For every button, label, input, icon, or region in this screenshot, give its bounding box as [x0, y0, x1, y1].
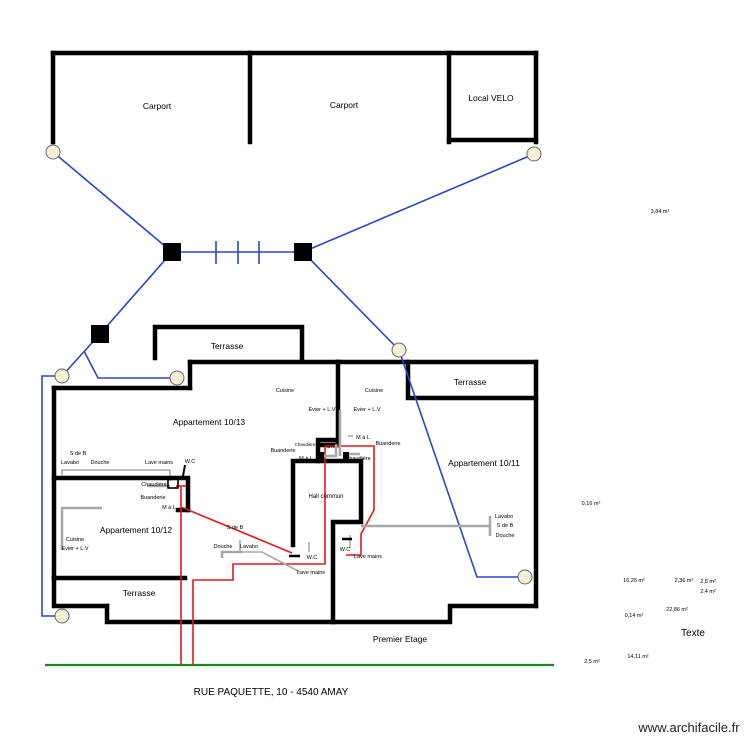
- label-buanderie-c: Buanderie: [140, 495, 165, 501]
- room-label-carport-1: Carport: [143, 101, 172, 111]
- area-label: 22,86 m²: [666, 607, 688, 613]
- label-sdb-a: S de B: [70, 451, 87, 457]
- room-label-local-velo: Local VELO: [468, 93, 514, 103]
- chamber-circle: [517, 569, 533, 585]
- label-lavabo-a: Lavabo: [61, 460, 79, 466]
- chamber-circle: [54, 608, 70, 624]
- room-label-terrasse-top: Terrasse: [211, 341, 244, 351]
- label-cuisine-c: Cuisine: [66, 537, 84, 543]
- label-gt: G.T: [326, 444, 336, 450]
- room-label-hall: Hall commun: [308, 494, 343, 500]
- sewer-network: [41, 151, 535, 617]
- label-m-l-c: M à L: [162, 505, 176, 511]
- label-lave-mains-b: Lave mains: [354, 554, 382, 560]
- junction-box: [294, 243, 312, 261]
- label-evier-a: Evier + L.V: [308, 407, 335, 413]
- fixture-marks: [167, 452, 352, 558]
- junction-box: [163, 243, 181, 261]
- chamber-circle: [391, 342, 407, 358]
- label-douche-a: Douche: [91, 460, 110, 466]
- area-label: 2,8 m²: [700, 579, 716, 585]
- label-buanderie-a: Buanderie: [270, 448, 295, 454]
- label-buanderie-b: Buanderie: [375, 441, 400, 447]
- label-m-l-a: M à L: [299, 456, 313, 462]
- area-label: 2,5 m²: [584, 659, 600, 665]
- label-chaudiere-b: Chaudière: [345, 456, 370, 462]
- room-label-terrasse-right: Terrasse: [454, 377, 487, 387]
- label-cuisine-a: Cuisine: [276, 388, 294, 394]
- label-douche-c: Douche: [214, 544, 233, 550]
- room-label-carport-2: Carport: [330, 100, 359, 110]
- label-sdb-c: S de B: [227, 525, 244, 531]
- area-labels: 3,84 m² 0,16 m² 16,26 m² 2,36 m² 2,8 m² …: [582, 209, 716, 665]
- inspection-chambers: [45, 144, 542, 624]
- area-label: 2,4 m²: [700, 589, 716, 595]
- room-label-apt-10-13: Appartement 10/13: [173, 417, 246, 427]
- area-label: 0,16 m²: [582, 501, 601, 507]
- label-lavabo-c: Lavabo: [240, 544, 258, 550]
- label-sdb-b: S de B: [497, 523, 514, 529]
- building-walls: [51, 324, 539, 625]
- fixture-labels: Cuisine Evier + L.V Cuisine Evier + L.V …: [61, 388, 515, 576]
- area-label: 16,26 m²: [623, 578, 645, 584]
- room-label-apt-10-11: Appartement 10/11: [448, 458, 520, 468]
- label-chaudiere-c: Chaudière: [141, 482, 166, 488]
- texte-label: Texte: [681, 628, 705, 639]
- chamber-circle: [526, 146, 542, 162]
- label-m-l-b: M à L: [356, 435, 370, 441]
- label-lave-mains-c: Lave mains: [297, 570, 325, 576]
- label-evier-b: Evier + L.V: [353, 407, 380, 413]
- chamber-circle: [54, 368, 70, 384]
- fixture-drains: [60, 410, 492, 573]
- label-lave-mains-a: Lave mains: [145, 460, 173, 466]
- room-label-apt-10-12: Appartement 10/12: [100, 525, 173, 535]
- watermark: www.archifacile.fr: [637, 720, 740, 735]
- room-label-premier-etage: Premier Etage: [373, 634, 428, 644]
- room-labels: Carport Carport Local VELO Terrasse Terr…: [100, 93, 520, 644]
- junction-box: [91, 325, 109, 343]
- label-douche-b: Douche: [496, 533, 515, 539]
- room-label-terrasse-bottom: Terrasse: [123, 588, 156, 598]
- address-label: RUE PAQUETTE, 10 - 4540 AMAY: [194, 687, 349, 698]
- chamber-circle: [45, 144, 61, 160]
- area-label: 2,36 m²: [675, 578, 694, 584]
- label-lavabo-b: Lavabo: [495, 514, 513, 520]
- supply-network: [176, 445, 375, 665]
- label-chaudiere-a: Chaudière: [295, 442, 316, 447]
- area-label: 3,84 m²: [651, 209, 670, 215]
- label-wc-c: W.C: [307, 555, 317, 561]
- area-label: 0,14 m²: [625, 613, 644, 619]
- label-cuisine-b: Cuisine: [365, 388, 383, 394]
- label-evier-c: Evier + L.V: [61, 546, 88, 552]
- label-wc-a: W.C: [185, 459, 195, 465]
- label-wc-b: W.C: [340, 547, 350, 553]
- area-label: 14,11 m²: [627, 654, 648, 660]
- chamber-circle: [169, 370, 185, 386]
- outbuildings: [50, 50, 539, 145]
